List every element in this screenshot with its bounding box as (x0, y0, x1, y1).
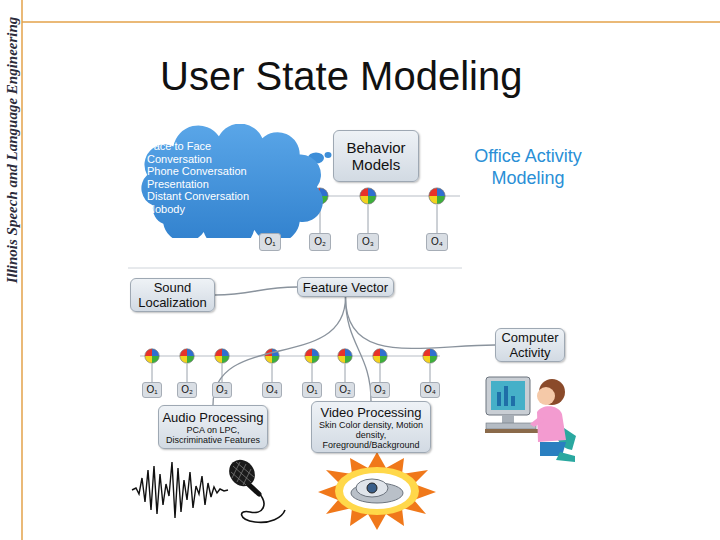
observation-box: O₃ (357, 233, 379, 251)
node-heading: Computer Activity (499, 330, 561, 360)
frame-line (22, 21, 720, 23)
institution-label: Illinois Speech and Language Engineering (3, 0, 21, 300)
node-heading: O₂ (314, 236, 326, 248)
process-box: Feature Vector (297, 277, 394, 297)
node-heading: O₄ (424, 384, 436, 396)
observation-box: O₄ (262, 382, 282, 398)
state-ball (373, 349, 387, 363)
waveform-icon (132, 462, 228, 518)
observation-box: O₁ (142, 382, 162, 398)
process-box: Audio ProcessingPCA on LPC, Discriminati… (158, 405, 268, 449)
node-detail: Skin Color density, Motion density, Fore… (319, 420, 423, 450)
emission-line (430, 364, 431, 382)
state-ball (305, 349, 319, 363)
emission-line (222, 364, 223, 382)
node-heading: Feature Vector (303, 280, 388, 295)
node-heading: O₃ (216, 384, 228, 396)
node-heading: Sound Localization (134, 280, 211, 310)
node-detail: PCA on LPC, Discriminative Features (162, 425, 264, 445)
node-detail: Phone Conversation (147, 165, 271, 178)
observation-box: O₂ (335, 382, 355, 398)
emission-line (152, 364, 153, 382)
observation-box: O₃ (212, 382, 232, 398)
state-ball (423, 349, 437, 363)
process-box: Video ProcessingSkin Color density, Moti… (311, 401, 431, 453)
state-ball (360, 188, 376, 204)
emission-line (380, 364, 381, 382)
node-detail: Distant Conversation (147, 190, 271, 203)
frame-line (21, 0, 23, 540)
connector-line (213, 297, 346, 405)
observation-box: O₂ (177, 382, 197, 398)
node-heading: O₄ (266, 384, 278, 396)
connector-line (346, 297, 496, 348)
observation-box: O₃ (370, 382, 390, 398)
model-box: Behavior Models (333, 130, 419, 182)
state-ball (338, 349, 352, 363)
emission-line (187, 364, 188, 382)
connector-line (215, 287, 297, 295)
emission-line (272, 364, 273, 382)
node-heading: O₁ (264, 236, 275, 248)
node-heading: O₂ (181, 384, 193, 396)
node-heading: O₄ (431, 236, 443, 248)
node-heading: O₁ (146, 384, 157, 396)
slide-title: User State Modeling (160, 52, 522, 100)
state-ball (180, 349, 194, 363)
observation-box: O₄ (426, 233, 448, 251)
observation-box: O₁ (302, 382, 322, 398)
node-heading: O₁ (306, 384, 317, 396)
waveform-panel (130, 457, 230, 521)
cloud-outline (141, 124, 323, 238)
observation-box: O₄ (420, 382, 440, 398)
webcam-icon (318, 452, 436, 530)
emission-line (345, 364, 346, 382)
process-box: Sound Localization (130, 278, 215, 312)
node-heading: O₃ (374, 384, 386, 396)
emission-line (368, 205, 369, 233)
state-ball (429, 188, 445, 204)
thought-bubble (325, 152, 332, 158)
state-ball (145, 349, 159, 363)
microphone-icon (224, 455, 285, 523)
observation-box: O₂ (309, 233, 331, 251)
observation-box: O₁ (259, 233, 281, 251)
node-heading: O₂ (339, 384, 351, 396)
separator-line (128, 268, 462, 269)
emission-line (312, 364, 313, 382)
process-box: Computer Activity (495, 328, 565, 362)
state-ball (265, 349, 279, 363)
node-heading: Behavior Models (337, 139, 415, 173)
emission-line (437, 205, 438, 233)
node-heading: Face to Face Conversation (147, 140, 271, 165)
node-detail: Nobody (147, 203, 271, 216)
state-cloud: Face to Face ConversationPhone Conversat… (133, 124, 325, 238)
node-detail: Presentation (147, 178, 271, 191)
state-ball (215, 349, 229, 363)
node-heading: Video Processing (321, 405, 422, 420)
node-heading: Audio Processing (162, 410, 263, 425)
computer-user-icon (485, 377, 576, 462)
node-heading: O₃ (362, 236, 374, 248)
section-label: Office Activity Modeling (462, 145, 594, 189)
